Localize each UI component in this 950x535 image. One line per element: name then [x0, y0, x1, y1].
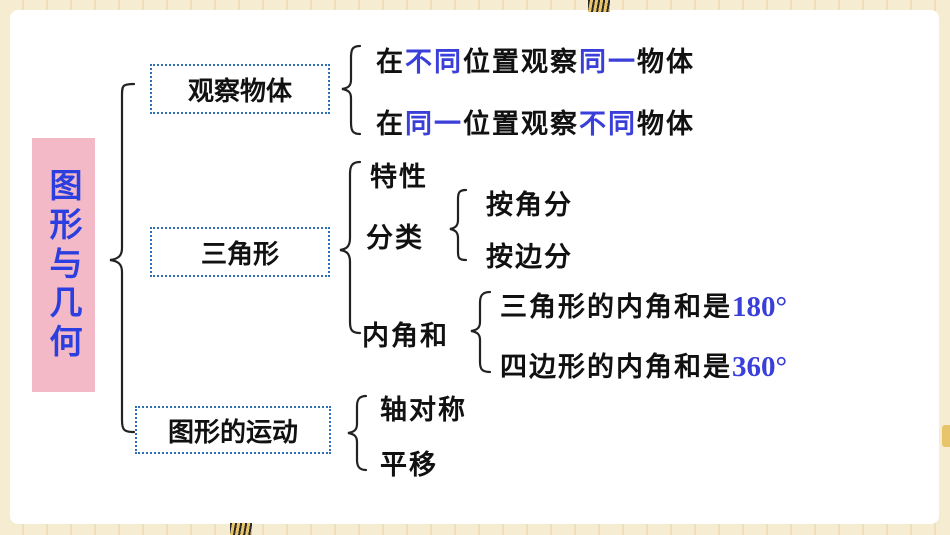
observe-2-seg-4: 不同: [579, 109, 637, 140]
brace-classify: [449, 188, 468, 262]
triangle-angle-sum-label: 内角和: [362, 321, 449, 352]
angle-sum-quad-value: 360°: [732, 351, 788, 383]
observe-2-seg-1: 在: [376, 109, 405, 140]
observe-item-1: 在不同位置观察同一物体: [376, 40, 695, 79]
observe-2-seg-3: 位置观察: [463, 109, 579, 140]
motion-axial-symmetry: 轴对称: [380, 395, 467, 426]
angle-sum-quadrilateral: 四边形的内角和是360°: [500, 345, 787, 384]
brace-root: [109, 82, 136, 434]
observe-item-2: 在同一位置观察不同物体: [376, 102, 695, 141]
classify-by-side: 按边分: [486, 242, 573, 273]
observe-1-seg-1: 在: [376, 47, 405, 78]
brace-triangle: [339, 160, 362, 335]
angle-sum-triangle-value: 180°: [732, 291, 788, 323]
brace-motion: [347, 394, 368, 472]
angle-sum-triangle: 三角形的内角和是180°: [500, 285, 787, 324]
angle-sum-triangle-text: 三角形的内角和是: [500, 292, 732, 323]
observe-1-seg-2: 不同: [405, 47, 463, 78]
binder-ring-top: [588, 0, 610, 12]
node-shape-motion: 图形的运动: [135, 406, 331, 454]
motion-translation: 平移: [380, 450, 438, 481]
classify-by-angle: 按角分: [486, 190, 573, 221]
binder-ring-bottom: [230, 523, 252, 535]
triangle-traits: 特性: [370, 162, 428, 193]
observe-2-seg-2: 同一: [405, 109, 463, 140]
root-label: 图形与几何: [44, 167, 83, 363]
node-triangle: 三角形: [150, 227, 330, 277]
brace-observe: [341, 44, 362, 136]
observe-1-seg-4: 同一: [579, 47, 637, 78]
observe-1-seg-5: 物体: [637, 47, 695, 78]
brace-angles: [470, 290, 492, 374]
node-observe-objects: 观察物体: [150, 64, 330, 114]
angle-sum-quad-text: 四边形的内角和是: [500, 352, 732, 383]
observe-2-seg-5: 物体: [637, 109, 695, 140]
side-tab: [942, 425, 950, 447]
triangle-classify-label: 分类: [366, 223, 424, 254]
observe-1-seg-3: 位置观察: [463, 47, 579, 78]
root-node: 图形与几何: [32, 138, 95, 392]
